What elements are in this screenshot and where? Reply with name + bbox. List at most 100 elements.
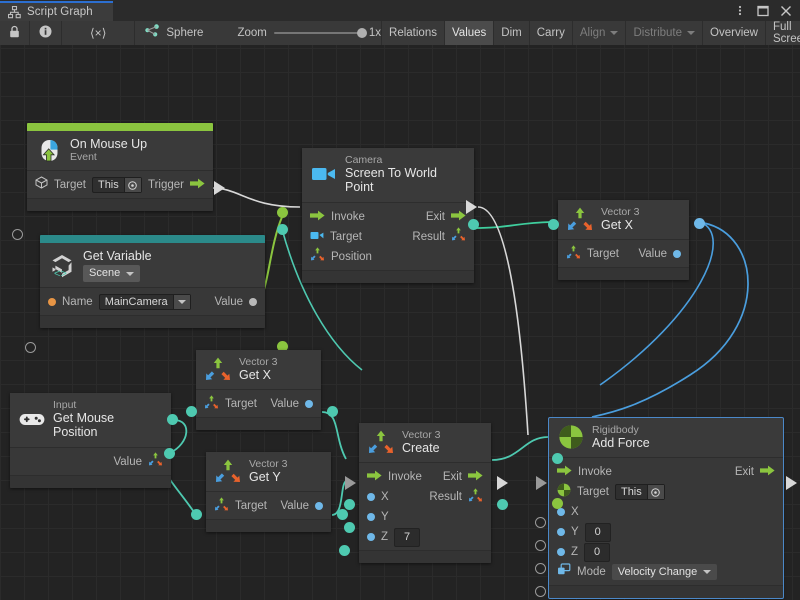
target-picker-icon[interactable] <box>647 485 664 499</box>
port-in-addforce-x[interactable] <box>535 517 546 528</box>
port-in-create-x[interactable] <box>344 499 355 510</box>
node-titles: Vector 3 Get X <box>239 356 278 382</box>
chevron-down-icon[interactable] <box>173 295 190 309</box>
toolbar-button-dim[interactable]: Dim <box>494 21 529 45</box>
target-popup-field[interactable]: This <box>92 177 142 193</box>
node-footer <box>549 585 783 598</box>
port-dot-x[interactable] <box>557 508 565 516</box>
toolbar-button-relations[interactable]: Relations <box>382 21 445 45</box>
port-in-addforce-target[interactable] <box>552 498 563 509</box>
port-dot-z[interactable] <box>367 533 375 541</box>
port-dot-z[interactable] <box>557 548 565 556</box>
port-dot-value[interactable] <box>305 400 313 408</box>
node-vector3-get-x-right[interactable]: Vector 3 Get X Target Value <box>558 200 689 280</box>
z-value-input[interactable]: 0 <box>584 543 610 562</box>
flow-port-in-create-invoke[interactable] <box>345 476 356 490</box>
port-out-gety-value[interactable] <box>337 509 348 520</box>
port-dot-value[interactable] <box>249 298 257 306</box>
variable-scope-value: Scene <box>89 267 120 280</box>
variable-scope-dropdown[interactable]: Scene <box>83 265 140 282</box>
window-close-button[interactable] <box>776 1 796 20</box>
port-row-name: Name MainCamera Value <box>40 292 265 312</box>
node-camera-screen-to-world-point[interactable]: Camera Screen To World Point Invoke Exit <box>302 148 474 283</box>
port-in-camera-position[interactable] <box>277 224 288 235</box>
port-in-addforce-x-wire[interactable] <box>552 453 563 464</box>
port-in-addforce-z[interactable] <box>535 563 546 574</box>
code-view-button[interactable]: ⟨×⟩ <box>62 21 135 45</box>
port-dot-value[interactable] <box>673 250 681 258</box>
port-label-y: Y <box>381 511 389 523</box>
z-value-input[interactable]: 7 <box>394 528 420 547</box>
target-picker-icon[interactable] <box>124 178 141 192</box>
window-menu-button[interactable] <box>730 1 750 20</box>
vector3-icon <box>368 429 394 455</box>
port-in-create-y[interactable] <box>344 522 355 533</box>
node-type: On Mouse Up <box>70 137 147 151</box>
flow-port-out-addforce-exit[interactable] <box>786 476 797 490</box>
port-label-target: Target <box>330 231 362 243</box>
node-input-get-mouse-position[interactable]: Input Get Mouse Position Value <box>10 393 171 488</box>
port-in-addforce-y[interactable] <box>535 540 546 551</box>
flow-arrow-icon <box>190 176 205 194</box>
port-dot-y[interactable] <box>557 528 565 536</box>
port-dot-x[interactable] <box>367 493 375 501</box>
flow-arrow-icon <box>760 463 775 481</box>
port-in-get-variable[interactable] <box>25 342 36 353</box>
node-rigidbody-add-force[interactable]: Rigidbody Add Force Invoke Exit <box>549 418 783 598</box>
toolbar-button-carry[interactable]: Carry <box>530 21 573 45</box>
port-in-gety-target[interactable] <box>191 509 202 520</box>
tab-script-graph[interactable]: Script Graph <box>0 1 113 21</box>
port-dot-y[interactable] <box>367 513 375 521</box>
node-accent-bar <box>27 123 213 131</box>
toolbar-button-overview[interactable]: Overview <box>703 21 766 45</box>
port-in-on-mouse-up[interactable] <box>12 229 23 240</box>
node-on-mouse-up[interactable]: On Mouse Up Event Target This <box>27 123 213 211</box>
port-row-invoke: Invoke Exit <box>302 207 474 227</box>
tab-label: Script Graph <box>27 6 93 18</box>
force-mode-dropdown[interactable]: Velocity Change <box>612 564 718 580</box>
port-out-mouse-position-value[interactable] <box>167 414 178 425</box>
flow-port-out-create-exit[interactable] <box>497 476 508 490</box>
toolbar-button-align[interactable]: Align <box>573 21 627 45</box>
node-footer <box>302 270 474 283</box>
port-row-target: Target Value <box>558 244 689 264</box>
variable-name-value: MainCamera <box>100 295 173 309</box>
node-vector3-create[interactable]: Vector 3 Create Invoke Exit <box>359 423 491 563</box>
port-out-getx-left-value[interactable] <box>327 406 338 417</box>
port-dot-value[interactable] <box>315 502 323 510</box>
port-in-create-z[interactable] <box>339 545 350 556</box>
graph-canvas[interactable]: On Mouse Up Event Target This <box>0 45 800 600</box>
port-label-target: Target <box>54 179 86 191</box>
target-popup-field[interactable]: This <box>615 484 665 500</box>
port-dot-name[interactable] <box>48 298 56 306</box>
port-out-mouse-position-branch[interactable] <box>164 448 175 459</box>
info-button[interactable] <box>30 21 62 45</box>
toolbar-button-full-screen[interactable]: Full Screen <box>766 21 800 45</box>
port-label-value: Value <box>270 398 299 410</box>
port-in-addforce-mode[interactable] <box>535 586 546 597</box>
node-header: Vector 3 Get X <box>558 200 689 239</box>
zoom-slider[interactable] <box>274 32 362 34</box>
port-label-value: Value <box>214 296 243 308</box>
port-in-camera-target[interactable] <box>277 207 288 218</box>
y-value-input[interactable]: 0 <box>585 523 611 542</box>
node-vector3-get-y[interactable]: Vector 3 Get Y Target Value <box>206 452 331 532</box>
toolbar-button-values[interactable]: Values <box>445 21 494 45</box>
lock-button[interactable] <box>0 21 30 45</box>
port-in-getx-left-target[interactable] <box>186 406 197 417</box>
flow-port-in-addforce-invoke[interactable] <box>536 476 547 490</box>
port-out-camera-result[interactable] <box>468 219 479 230</box>
port-out-getx-right-value[interactable] <box>694 218 705 229</box>
graph-object-field[interactable]: Sphere <box>135 24 203 42</box>
port-in-getx-right-target[interactable] <box>548 219 559 230</box>
zoom-slider-handle[interactable] <box>357 28 367 38</box>
port-out-create-result[interactable] <box>497 499 508 510</box>
zoom-control[interactable]: Zoom 1x <box>237 27 381 39</box>
toolbar-button-distribute[interactable]: Distribute <box>626 21 703 45</box>
node-footer <box>558 267 689 280</box>
window-maximize-button[interactable] <box>753 1 773 20</box>
node-vector3-get-x-left[interactable]: Vector 3 Get X Target Value <box>196 350 321 430</box>
variable-name-dropdown[interactable]: MainCamera <box>99 294 191 310</box>
node-body: Invoke Exit Target This <box>549 457 783 585</box>
node-get-variable[interactable]: <> Get Variable Scene Name <box>40 235 265 328</box>
